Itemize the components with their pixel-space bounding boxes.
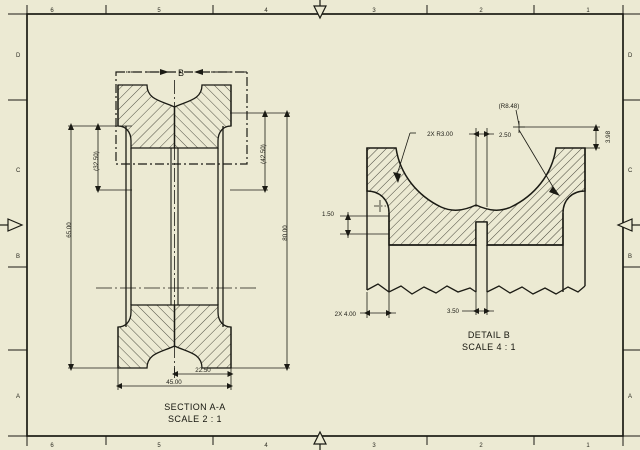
section-upper-right-solid: [173, 84, 232, 149]
border-left-scale: [8, 99, 27, 351]
dim-42-50: [262, 110, 268, 193]
detail-b-leader-arrows: [116, 69, 247, 75]
center-marker-top-icon: [313, 0, 327, 20]
top-number-4: 4: [264, 8, 268, 14]
dim-65-00: [68, 123, 74, 371]
dim-42-50-label: (42.50): [260, 144, 267, 164]
dim-22-50-label: 22.50: [195, 367, 211, 374]
left-letter-d: D: [16, 53, 21, 59]
center-marker-right-icon: [616, 218, 640, 232]
dim-32-50: [95, 123, 101, 193]
border-bottom-numbers: 6 5 4 3 2 1: [50, 443, 590, 449]
section-a-a-view: B 65.00 (32.50): [66, 68, 290, 424]
section-extension-lines: [68, 112, 290, 369]
dim-2x-r3-label: 2X R3.00: [427, 131, 453, 138]
top-number-2: 2: [479, 8, 483, 14]
section-outline-walls: [117, 85, 232, 368]
dim-22-50: [172, 368, 234, 378]
top-number-5: 5: [157, 8, 161, 14]
dim-r8-48-label: (R8.48): [499, 103, 520, 110]
detail-b-view: (R8.48) 2X R3.00 2.50 3.98: [322, 103, 612, 352]
detail-outer-walls: [366, 148, 586, 292]
dim-3-98-label: 3.98: [605, 130, 612, 143]
dim-1-50: [340, 212, 389, 238]
right-letter-d: D: [628, 53, 633, 59]
dim-45-00-label: 45.00: [166, 379, 182, 386]
dim-r8-48-leader: [515, 109, 560, 196]
top-number-6: 6: [50, 8, 54, 14]
dim-65-00-label: 65.00: [66, 222, 73, 238]
border-left-letters: D C B A: [16, 53, 21, 400]
left-letter-b: B: [16, 254, 20, 260]
section-lower-right-solid: [173, 304, 232, 369]
section-central-web: [170, 148, 179, 305]
dim-80-00-label: 80.00: [282, 225, 289, 241]
detail-break-line-left: [366, 283, 477, 295]
detail-b-callout-box[interactable]: [115, 71, 248, 165]
dim-2-50: [469, 128, 494, 207]
dim-45-00: [116, 368, 233, 390]
dim-3-98: [519, 124, 600, 151]
dim-2-50-label: 2.50: [499, 132, 512, 139]
bottom-number-4: 4: [264, 443, 268, 449]
bottom-number-3: 3: [372, 443, 376, 449]
detail-b-marker-label: B: [178, 68, 184, 78]
detail-scale: SCALE 4 : 1: [462, 342, 516, 352]
border-top-numbers: 6 5 4 3 2 1: [50, 8, 590, 14]
dim-3-50-label: 3.50: [447, 308, 460, 315]
detail-break-line-right: [486, 285, 586, 295]
section-lower-left-solid: [117, 304, 176, 369]
right-letter-b: B: [628, 254, 632, 260]
dim-80-00: [284, 110, 290, 371]
bottom-number-2: 2: [479, 443, 483, 449]
top-number-1: 1: [586, 8, 590, 14]
dim-1-50-label: 1.50: [322, 211, 335, 218]
center-marker-left-icon: [0, 218, 24, 232]
dim-2x-4-00: [360, 292, 396, 318]
border-right-scale: [623, 99, 640, 351]
section-title: SECTION A-A: [164, 402, 225, 412]
right-letter-a: A: [628, 394, 632, 400]
left-letter-a: A: [16, 394, 20, 400]
top-number-3: 3: [372, 8, 376, 14]
center-marker-bottom-icon: [313, 430, 327, 450]
bottom-number-1: 1: [586, 443, 590, 449]
right-letter-c: C: [628, 168, 633, 174]
section-upper-left-solid: [117, 84, 176, 149]
dim-32-50-label: (32.50): [93, 151, 100, 171]
dim-2x-r3-leader: [393, 132, 416, 183]
detail-central-rib: [475, 221, 488, 292]
left-letter-c: C: [16, 168, 21, 174]
bottom-number-5: 5: [157, 443, 161, 449]
bottom-number-6: 6: [50, 443, 54, 449]
dim-3-50: [462, 292, 494, 315]
section-scale: SCALE 2 : 1: [168, 414, 222, 424]
dim-2x-4-00-label: 2X 4.00: [335, 311, 357, 318]
detail-title: DETAIL B: [468, 330, 510, 340]
border-right-letters: D C B A: [628, 53, 633, 400]
